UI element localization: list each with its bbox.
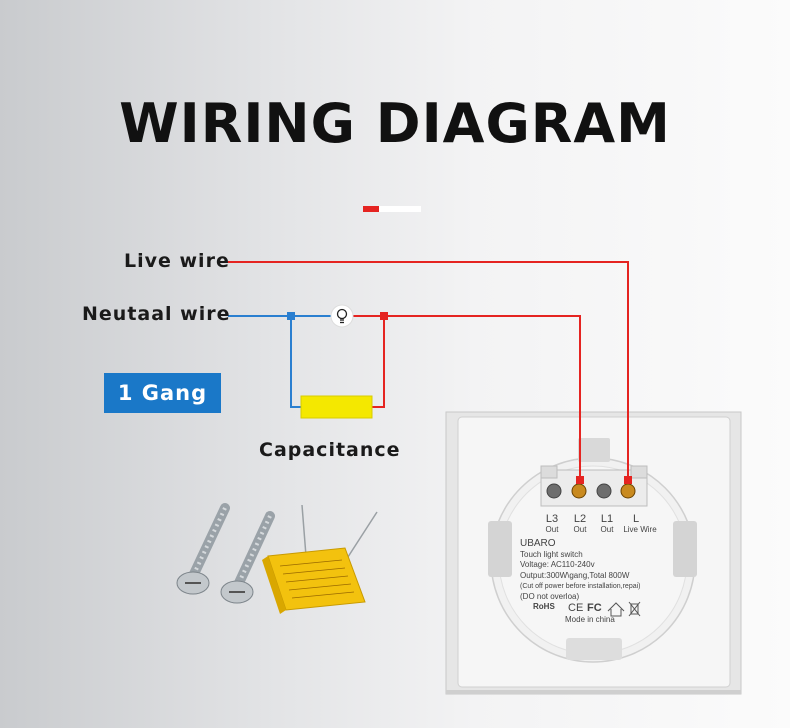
terminal-l2-sub: Out (574, 525, 588, 534)
neutral-wire-path (228, 315, 331, 408)
terminal-l1-label: L1 (601, 513, 613, 525)
terminal-l2-label: L2 (574, 513, 586, 525)
panel-spec-line: Output:300W\gang,Total 800W (520, 571, 630, 580)
neutral-junction (287, 312, 295, 320)
panel-brand: UBARO (520, 538, 556, 549)
live-wire-label: Live wire (124, 250, 230, 272)
ce-mark: CE (568, 602, 583, 614)
l2-wire-end (576, 476, 584, 484)
panel-spec-line: (Cut off power before installation,repai… (520, 583, 641, 590)
light-bulb-icon (330, 304, 354, 328)
terminal-l3-screw (546, 483, 562, 499)
title-accent-white (379, 206, 421, 212)
terminal-l1-sub: Out (601, 525, 615, 534)
gang-badge: 1 Gang (104, 373, 221, 413)
recycle-bin-icon (628, 601, 641, 617)
terminal-l1-screw (596, 483, 612, 499)
panel-spec-line: Touch light switch (520, 550, 583, 559)
panel-made-in: Mode in china (565, 615, 615, 624)
screw-icon (176, 503, 230, 595)
terminal-l3-label: L3 (546, 513, 558, 525)
live-junction (380, 312, 388, 320)
home-icon (607, 602, 625, 617)
title-accent-red (363, 206, 379, 212)
terminal-l2-screw (571, 483, 587, 499)
rohs-mark: RoHS (533, 602, 555, 611)
capacitor-symbol (300, 395, 373, 419)
panel-spec-line: Voltage: AC110-240v (520, 560, 595, 569)
live-wire-path (228, 261, 629, 481)
terminal-l-label: L (633, 513, 639, 525)
page-title: WIRING DIAGRAM (119, 92, 671, 155)
l-wire-end (624, 476, 632, 484)
switch-panel (445, 411, 742, 695)
terminal-l3-sub: Out (546, 525, 560, 534)
terminal-screws (546, 483, 636, 499)
terminal-l-sub: Live Wire (623, 525, 657, 534)
neutral-wire-label: Neutaal wire (82, 303, 231, 325)
fc-mark: FC (587, 602, 602, 614)
screw-icon (220, 511, 275, 604)
panel-spec-line: (DO not overloa) (520, 592, 579, 601)
capacitance-label: Capacitance (259, 439, 401, 461)
terminal-l-screw (620, 483, 636, 499)
capacitor-photo (262, 504, 378, 614)
